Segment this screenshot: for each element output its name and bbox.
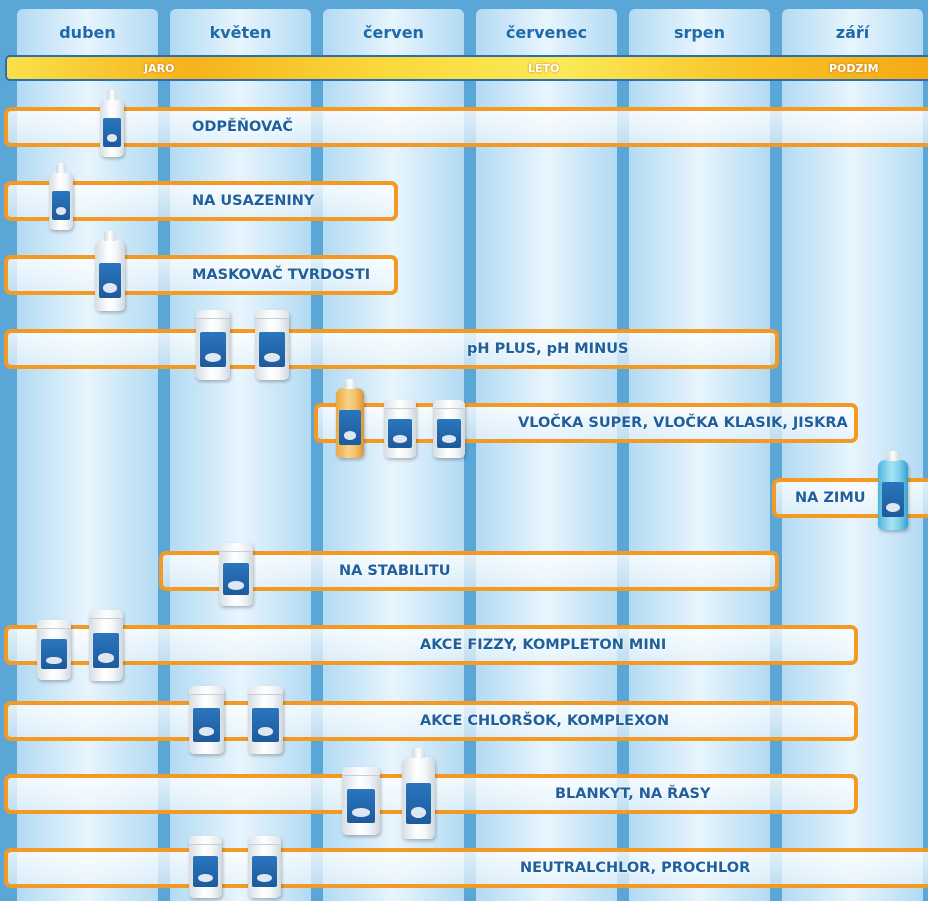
bottle-vlocka-super-icon <box>336 379 364 458</box>
bottle-odpenovac-icon <box>100 90 124 157</box>
season-bar <box>5 55 928 81</box>
product-bar-na-stabilitu <box>159 551 779 591</box>
month-label-cerven: červen <box>363 23 424 42</box>
product-label-neutralchlor: NEUTRALCHLOR, PROCHLOR <box>520 860 751 876</box>
month-label-cervenec: červenec <box>505 23 588 42</box>
jar-ph-minus-icon <box>255 310 289 380</box>
product-bar-maskovac-tvrdosti <box>4 255 398 295</box>
product-label-na-zimu: NA ZIMU <box>795 490 866 506</box>
product-label-na-stabilitu: NA STABILITU <box>339 563 451 579</box>
jar-blankyt-icon <box>342 767 380 835</box>
product-label-maskovac-tvrdosti: MASKOVAČ TVRDOSTI <box>192 267 371 283</box>
bottle-na-rasy-icon <box>402 748 435 839</box>
jar-prochlor-icon <box>248 836 281 898</box>
product-label-vlocka: VLOČKA SUPER, VLOČKA KLASIK, JISKRA <box>518 415 848 431</box>
bottle-na-usazeniny-icon <box>49 163 73 230</box>
product-bar-akce-chlorsok <box>4 701 858 741</box>
product-bar-neutralchlor <box>4 848 928 888</box>
jar-komplexon-icon <box>248 686 283 754</box>
product-label-akce-chlorsok: AKCE CHLORŠOK, KOMPLEXON <box>420 713 670 729</box>
season-label-leto: LÉTO <box>528 62 560 75</box>
month-column-5 <box>629 9 770 901</box>
product-label-akce-fizzy: AKCE FIZZY, KOMPLETON MINI <box>420 637 667 653</box>
product-label-odpenovac: ODPĚŇOVAČ <box>192 119 294 135</box>
jar-na-stabilitu-icon <box>219 543 253 606</box>
month-label-srpen: srpen <box>673 23 726 42</box>
jar-vlocka-klasik-icon <box>384 400 416 458</box>
month-label-zari: září <box>835 23 870 42</box>
product-label-blankyt: BLANKYT, NA ŘASY <box>555 786 711 802</box>
season-label-podzim: PODZIM <box>829 62 879 75</box>
product-bar-ph <box>4 329 779 369</box>
product-label-na-usazeniny: NA USAZENINY <box>192 193 315 209</box>
jar-kompleton-mini-icon <box>89 610 123 681</box>
month-label-kveten: květen <box>209 23 272 42</box>
jar-akce-chlorsok-icon <box>189 686 224 754</box>
month-column-6 <box>782 9 923 901</box>
jar-jiskra-icon <box>433 400 465 458</box>
product-bar-akce-fizzy <box>4 625 858 665</box>
season-label-jaro: JARO <box>144 62 175 75</box>
product-bar-odpenovac <box>4 107 928 147</box>
jar-ph-plus-icon <box>196 310 230 380</box>
jar-akce-fizzy-icon <box>37 620 71 680</box>
bottle-na-zimu-icon <box>878 451 908 530</box>
month-column-1 <box>17 9 158 901</box>
product-label-ph: pH PLUS, pH MINUS <box>467 341 629 357</box>
month-label-duben: duben <box>59 23 116 42</box>
bottle-maskovac-tvrdosti-icon <box>95 231 125 311</box>
month-column-4 <box>476 9 617 901</box>
jar-neutralchlor-icon <box>189 836 222 898</box>
